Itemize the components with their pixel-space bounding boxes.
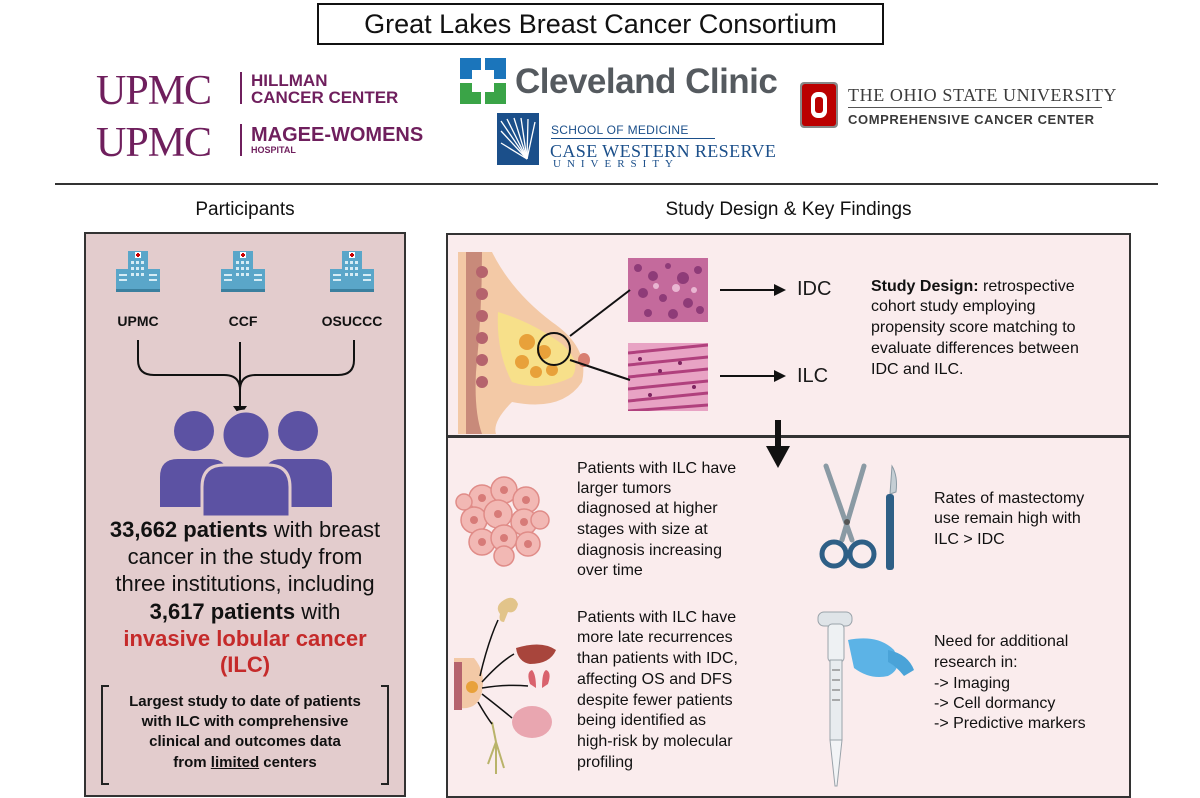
- ilc-term: invasive lobular cancer: [123, 626, 367, 651]
- arrow-right-icon: [720, 370, 786, 382]
- patients-total: 33,662 patients: [109, 517, 268, 542]
- arrow-right-icon: [720, 284, 786, 296]
- study-design-text-4: IDC and ILC.: [871, 361, 964, 378]
- finding3-line2: than patients with IDC,: [577, 650, 738, 667]
- cwru-line2: CASE WESTERN RESERVE: [550, 141, 777, 161]
- institution-label-osuccc: OSUCCC: [321, 313, 383, 329]
- osu-line2: COMPREHENSIVE CANCER CENTER: [848, 112, 1095, 127]
- header-divider: [55, 183, 1158, 185]
- finding4-line0: Need for additional: [934, 633, 1069, 650]
- cwru-rule: [551, 138, 715, 139]
- hospital-building-icon: [330, 251, 374, 292]
- cwru-line3: UNIVERSITY: [553, 158, 679, 170]
- upmc-magee-logo-mark: UPMC: [96, 120, 212, 166]
- study-heading: Study Design & Key Findings: [665, 199, 912, 220]
- patients-total-line: 33,662 patients with breast: [86, 517, 404, 543]
- ilc-label: ILC: [797, 365, 829, 387]
- upmc-magee-divider: [240, 124, 242, 156]
- breast-anatomy-icon: [458, 252, 590, 434]
- osu-rule: [848, 107, 1102, 108]
- tumor-cells-icon: [455, 476, 550, 567]
- finding3-line0: Patients with ILC have: [577, 609, 737, 626]
- key-findings-panel: [446, 436, 1131, 798]
- study-design-text-1: cohort study employing: [871, 298, 1036, 315]
- upmc-magee-line1: MAGEE-WOMENS: [251, 124, 424, 146]
- page-title: Great Lakes Breast Cancer Consortium: [317, 3, 884, 45]
- note-line4: from limited centers: [108, 753, 382, 773]
- note-line4-post: centers: [259, 754, 317, 771]
- arrow-down-icon: [766, 420, 790, 468]
- finding3-line4: despite fewer patients: [577, 692, 733, 709]
- finding3-line1: more late recurrences: [577, 629, 733, 646]
- finding4-line2: -> Imaging: [934, 675, 1011, 692]
- magnify-lines: [569, 289, 631, 381]
- study-design-line1: Study Design: retrospective: [871, 277, 1131, 297]
- cwru-line1: SCHOOL OF MEDICINE: [551, 123, 689, 137]
- finding4-line4: -> Predictive markers: [934, 715, 1086, 732]
- idc-histology-image: [628, 258, 708, 322]
- metastasis-organs-icon: [454, 597, 556, 774]
- finding2-line1: use remain high with: [934, 510, 1081, 527]
- finding1-line2: diagnosed at higher: [577, 500, 718, 517]
- finding1-line4: diagnosis increasing: [577, 542, 722, 559]
- patients-line2: cancer in the study from: [127, 544, 363, 569]
- note-line2: with ILC with comprehensive: [141, 713, 349, 730]
- idc-label: IDC: [797, 278, 832, 300]
- upmc-hillman-line1: HILLMAN: [251, 71, 328, 90]
- ilc-abbrev: (ILC): [219, 652, 271, 677]
- finding3-line5: being identified as: [577, 712, 706, 729]
- participants-heading: Participants: [195, 199, 295, 220]
- cleveland-clinic-name: Cleveland Clinic: [515, 62, 778, 101]
- finding2-line0: Rates of mastectomy: [934, 490, 1085, 507]
- upmc-hillman-line2: CANCER CENTER: [251, 88, 399, 107]
- finding1-line1: larger tumors: [577, 480, 672, 497]
- upmc-logo-mark: UPMC: [96, 68, 212, 114]
- patients-ilc-count: 3,617 patients: [149, 599, 296, 624]
- patients-ilc-rest: with: [295, 599, 341, 624]
- note-line4-pre: from: [173, 754, 211, 771]
- note-line4-underlined: limited: [210, 754, 260, 771]
- study-design-text-3: evaluate differences between: [871, 340, 1079, 357]
- study-design-title: Study Design:: [871, 278, 979, 295]
- finding4-line3: -> Cell dormancy: [934, 695, 1056, 712]
- finding2-line2: ILC > IDC: [934, 531, 1005, 548]
- patients-group-icon: [160, 409, 332, 519]
- finding3-line7: profiling: [577, 754, 634, 771]
- finding1-line0: Patients with ILC have: [577, 460, 737, 477]
- note-bracket-left: [101, 685, 109, 785]
- patients-line3: three institutions, including: [115, 571, 375, 596]
- upmc-magee-line2: HOSPITAL: [251, 145, 296, 155]
- patients-ilc-line: 3,617 patients with: [86, 599, 404, 625]
- upmc-divider: [240, 72, 242, 104]
- ohio-state-logo-icon: [800, 82, 838, 128]
- finding1-line3: stages with size at: [577, 521, 708, 538]
- finding1-line5: over time: [577, 562, 643, 579]
- surgical-tools-icon: [819, 463, 897, 570]
- cleveland-clinic-logo-icon: [460, 58, 506, 104]
- hospital-building-icon: [116, 251, 160, 292]
- study-design-text-0: retrospective: [983, 278, 1075, 295]
- ilc-histology-image: [628, 343, 708, 411]
- note-line1: Largest study to date of patients: [129, 693, 361, 710]
- osu-line1: THE OHIO STATE UNIVERSITY: [848, 85, 1118, 105]
- patients-total-rest: with breast: [267, 517, 381, 542]
- institution-label-upmc: UPMC: [117, 313, 159, 329]
- finding4-line1: research in:: [934, 654, 1018, 671]
- cwru-logo-icon: [497, 113, 539, 165]
- hospital-building-icon: [221, 251, 265, 292]
- pipette-hand-icon: [817, 611, 914, 787]
- note-line3: clinical and outcomes data: [149, 733, 341, 750]
- note-bracket-right: [381, 685, 389, 785]
- institution-label-ccf: CCF: [228, 313, 258, 329]
- finding3-line6: high-risk by molecular: [577, 733, 733, 750]
- finding3-line3: affecting OS and DFS: [577, 671, 733, 688]
- study-design-text-2: propensity score matching to: [871, 319, 1076, 336]
